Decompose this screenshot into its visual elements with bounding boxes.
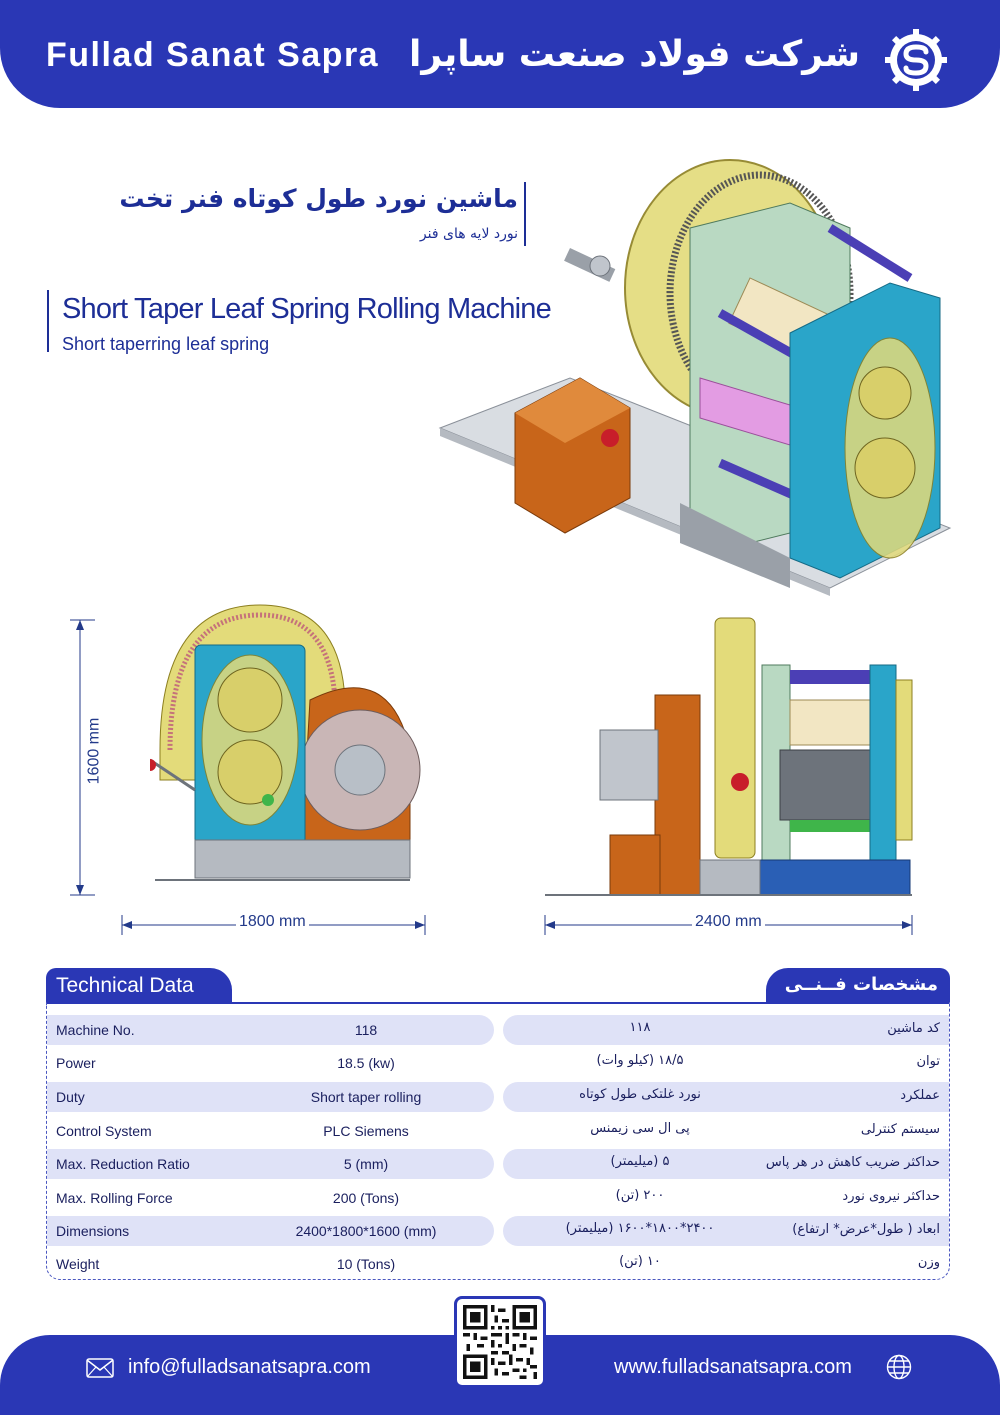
row-value-en: 200 (Tons)	[332, 1190, 400, 1206]
technical-data-table	[46, 1002, 950, 1280]
globe-icon	[886, 1354, 912, 1380]
table-row: Duty Short taper rolling نورد غلتکی طول …	[0, 1082, 1000, 1112]
row-value-fa: ۱۱۸	[629, 1020, 651, 1035]
row-bg-left	[47, 1082, 494, 1112]
length-dimension-label: 2400 mm	[692, 913, 765, 931]
row-label-fa: وزن	[917, 1255, 940, 1270]
email-link[interactable]: info@fulladsanatsapra.com	[128, 1356, 371, 1378]
row-value-en: 2400*1800*1600 (mm)	[295, 1223, 437, 1239]
row-label-en: Dimensions	[56, 1223, 130, 1239]
row-value-fa: ۲۰۰ (تن)	[615, 1188, 665, 1203]
gear-s-logo-icon	[885, 29, 947, 91]
qr-code-icon[interactable]	[454, 1296, 546, 1388]
row-bg-right	[503, 1216, 949, 1246]
row-value-en: 118	[354, 1022, 378, 1038]
technical-data-heading-fa: مشخصات فــنــی	[766, 968, 950, 1002]
row-label-fa: حداکثر ضریب کاهش در هر پاس	[765, 1155, 940, 1170]
row-label-en: Duty	[56, 1089, 85, 1105]
machine-side-view-drawing	[545, 617, 913, 896]
subtitle-en: Short taperring leaf spring	[62, 334, 270, 354]
title-fa: ماشین نورد طول کوتاه فنر تخت	[119, 184, 518, 213]
table-row: Machine No. 118 ۱۱۸ کد ماشین	[0, 1015, 1000, 1045]
table-row: Dimensions 2400*1800*1600 (mm) ۲۴۰۰*۱۸۰۰…	[0, 1216, 1000, 1246]
row-value-en: Short taper rolling	[310, 1089, 422, 1105]
row-label-fa: کد ماشین	[887, 1021, 940, 1036]
table-row: Weight 10 (Tons) ۱۰ (تن) وزن	[0, 1249, 1000, 1279]
table-row: Max. Rolling Force 200 (Tons) ۲۰۰ (تن) ح…	[0, 1183, 1000, 1213]
row-label-fa: ابعاد ( طول*عرض* ارتفاع)	[792, 1222, 940, 1237]
company-name-fa: شرکت فولاد صنعت ساپرا	[409, 34, 860, 75]
row-value-en: 18.5 (kw)	[337, 1055, 395, 1071]
table-row: Power 18.5 (kw) ۱۸/۵ (کیلو وات) توان	[0, 1048, 1000, 1078]
height-dimension-label: 1600 mm	[85, 714, 104, 788]
row-label-en: Max. Reduction Ratio	[56, 1156, 190, 1172]
row-value-en: 5 (mm)	[343, 1156, 389, 1172]
row-value-fa: ۲۴۰۰*۱۸۰۰*۱۶۰۰ (میلیمتر)	[565, 1221, 715, 1236]
row-value-en: 10 (Tons)	[336, 1256, 396, 1272]
row-label-en: Weight	[56, 1256, 100, 1272]
row-label-en: Machine No.	[56, 1022, 135, 1038]
row-label-en: Control System	[56, 1123, 152, 1139]
company-name-en: Fullad Sanat Sapra	[46, 36, 380, 74]
header-bar	[0, 0, 1000, 108]
row-value-fa: ۱۰ (تن)	[619, 1254, 661, 1269]
table-row: Max. Reduction Ratio 5 (mm) ۵ (میلیمتر) …	[0, 1149, 1000, 1179]
title-en: Short Taper Leaf Spring Rolling Machine	[62, 293, 552, 325]
row-label-fa: عملکرد	[900, 1088, 940, 1103]
row-label-fa: حداکثر نیروی نورد	[842, 1189, 940, 1204]
row-bg-right	[503, 1015, 949, 1045]
envelope-icon	[86, 1358, 114, 1378]
table-row: Control System PLC Siemens پی ال سی زیمن…	[0, 1116, 1000, 1146]
subtitle-fa: نورد لایه های فنر	[419, 226, 518, 242]
row-value-fa: ۱۸/۵ (کیلو وات)	[596, 1053, 684, 1068]
machine-isometric-drawing	[438, 159, 952, 596]
row-value-en: PLC Siemens	[323, 1123, 409, 1139]
row-label-en: Max. Rolling Force	[56, 1190, 173, 1206]
row-bg-left	[47, 1216, 494, 1246]
row-label-fa: توان	[916, 1054, 941, 1069]
title-divider-en	[47, 290, 49, 352]
row-value-fa: ۵ (میلیمتر)	[610, 1154, 670, 1169]
row-label-en: Power	[56, 1055, 96, 1071]
row-value-fa: پی ال سی زیمنس	[590, 1121, 690, 1136]
website-link[interactable]: www.fulladsanatsapra.com	[614, 1356, 852, 1378]
row-bg-left	[47, 1015, 494, 1045]
row-bg-left	[47, 1149, 494, 1179]
machine-front-view-drawing	[150, 604, 421, 881]
row-bg-right	[503, 1082, 949, 1112]
technical-data-heading-en: Technical Data	[46, 968, 232, 1002]
row-label-fa: سیستم کنترلی	[860, 1122, 940, 1137]
row-bg-right	[503, 1149, 949, 1179]
row-value-fa: نورد غلتکی طول کوتاه	[579, 1087, 701, 1102]
title-divider-fa	[524, 182, 526, 246]
width-dimension-label: 1800 mm	[236, 913, 309, 931]
